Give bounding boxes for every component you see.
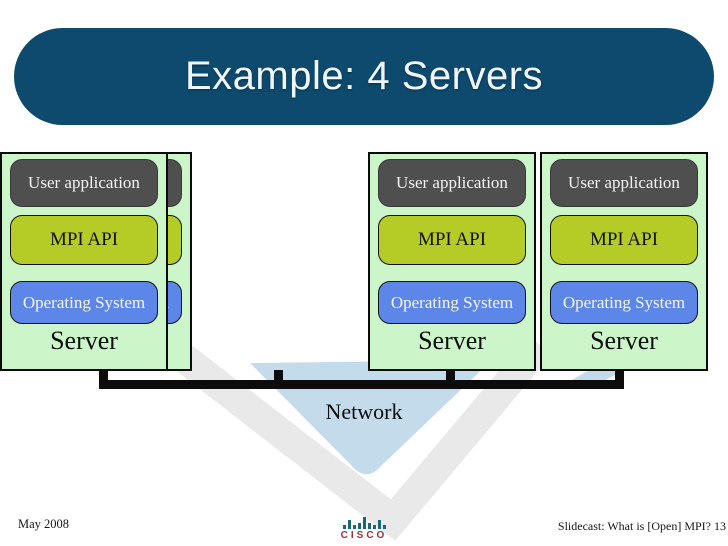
cisco-wordmark: CISCO [340,530,388,541]
operating-system-label: Operating System [562,292,686,312]
watermark-gray-v [174,335,552,541]
mpi-api-box: MPI API [378,215,526,265]
slide-title: Example: 4 Servers [184,54,544,98]
user-application-label: User application [28,173,140,192]
server-label: Server [418,326,486,355]
user-application-label: User application [396,173,508,192]
user-application-box: User application [10,159,158,207]
server-label: Server [590,326,658,355]
bus-stub-1 [99,370,108,383]
operating-system-box: Operating System [378,281,526,324]
mpi-api-label: MPI API [49,229,119,250]
mpi-api-box: MPI API [10,215,158,265]
user-application-label: User application [568,173,680,192]
bus-stub-4 [615,370,624,383]
user-application-box: User application [378,159,526,207]
user-application-box: User application [550,159,698,207]
bus-stub-2 [274,370,283,383]
presentation-title-text: Slidecast: What is [Open] MPI? [557,519,711,533]
server-panel-2: User application MPI API Operating Syste… [0,152,168,371]
page-number: 13 [714,519,726,533]
cisco-logo: CISCO [0,516,728,541]
bus-stub-3 [446,370,455,383]
mpi-api-label: MPI API [589,229,659,250]
network-label: Network [325,399,403,424]
operating-system-box: Operating System [550,281,698,324]
mpi-api-box: MPI API [550,215,698,265]
cisco-bridge-bars-icon [342,516,386,529]
title-banner: Example: 4 Servers [14,28,714,125]
footer-date: May 2008 [18,517,70,531]
server-label: Server [50,326,118,355]
operating-system-label: Operating System [22,292,146,312]
footer-presentation-title: Slidecast: What is [Open] MPI? 13 [558,519,726,534]
network-bus-bar [99,380,624,389]
operating-system-box: Operating System [10,281,158,324]
server-panel-4: User application MPI API Operating Syste… [540,152,708,371]
operating-system-label: Operating System [390,292,514,312]
mpi-api-label: MPI API [417,229,487,250]
server-panel-3: User application MPI API Operating Syste… [368,152,536,371]
